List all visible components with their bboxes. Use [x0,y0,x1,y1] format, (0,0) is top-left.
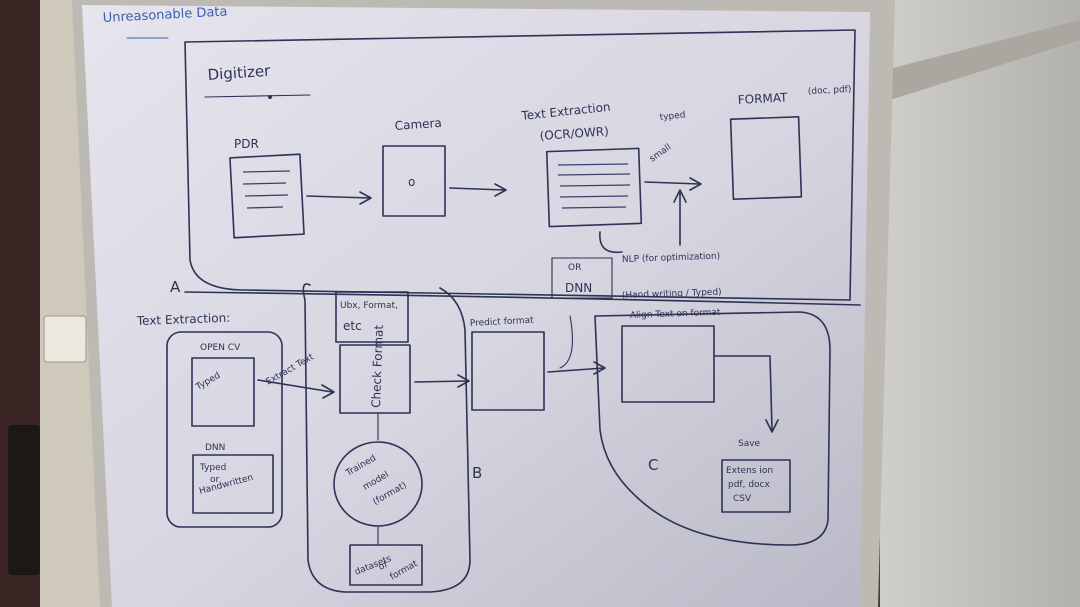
or-bracket [551,257,613,299]
camera-label: Camera [394,116,442,133]
text-extraction-heading: Text Extraction: [136,311,231,328]
save-options-box [721,459,791,513]
arrow-align-to-save [713,355,779,433]
typed-or-handwritten-2: or [210,475,220,485]
align-box [621,325,715,403]
top-note-line-1: Ubx, Format, [340,301,398,311]
marker-a: A [170,278,181,296]
trained-model-circle [333,441,423,527]
typed-or-handwritten-1: Typed [199,463,226,473]
ocr-label: (OCR/OWR) [539,124,609,143]
marker-c: C [648,456,658,474]
top-note-line-2: etc [343,319,362,333]
predict-format-label: Predict format [470,316,535,329]
arrow-pdr-to-camera [306,191,372,205]
arrow-extraction-to-format [644,177,702,191]
top-note-box [335,291,409,343]
board-tray [885,20,1080,100]
extraction-doc-lines [557,163,631,209]
dnn-label: DNN [565,281,592,295]
board-title: Unreasonable Data [102,4,227,26]
open-cv-label: OPEN CV [200,343,241,353]
section-a-boundary [184,29,856,301]
light-switch [43,315,87,363]
save-option-3: CSV [733,494,752,504]
section-divider [184,291,861,306]
save-option-1: Extens ion [726,466,773,476]
nlp-hook [599,231,623,254]
pdr-label: PDR [234,137,259,151]
digitizer-underline [204,94,311,98]
handwriting-note: (Hand writing / Typed) [622,288,722,301]
or-label: OR [568,263,581,273]
arrow-nlp-up [673,189,687,246]
marker-b: B [472,464,482,482]
typed-box [191,357,255,427]
section-c-boundary [594,311,831,546]
handwritten-box [192,454,274,514]
dnn-label-b: DNN [205,443,225,453]
arrow-check-to-predict [414,374,470,388]
datasets-box [349,544,423,586]
digitizer-dot [268,95,272,99]
digitizer-heading: Digitizer [207,62,272,84]
predict-bracket [559,315,573,369]
camera-box [382,145,446,217]
nlp-label: NLP (for optimization) [622,252,721,265]
format-label: FORMAT [737,90,788,107]
door-handle [8,425,40,575]
typed-note: typed [659,110,686,123]
wall-right [880,0,1080,607]
extraction-document-box [545,147,643,228]
pdr-doc-lines [242,170,291,209]
arrow-extract-to-check [257,379,335,399]
format-box [729,116,803,200]
arrow-camera-to-extraction [449,183,507,197]
save-label: Save [738,439,761,449]
center-group-boundary [302,283,471,593]
save-option-2: pdf, docx [728,480,770,490]
format-note: (doc, pdf) [808,85,852,97]
predict-format-box [471,331,545,411]
check-format-label: Check Format [369,324,386,408]
check-format-box [339,344,411,414]
extraction-group-box [166,331,283,528]
camera-symbol: o [408,175,415,189]
pdr-document-box [229,153,305,239]
